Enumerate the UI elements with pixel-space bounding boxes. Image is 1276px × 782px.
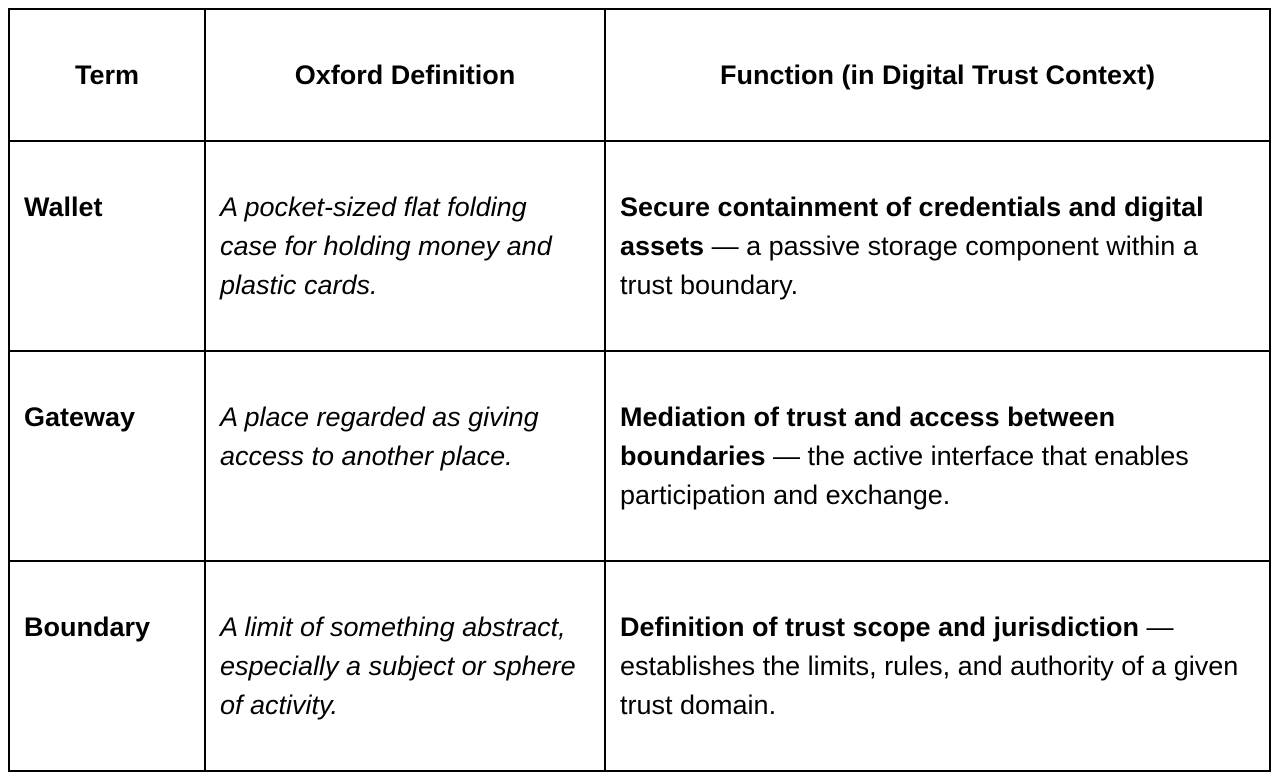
table-body: Wallet A pocket-sized flat folding case … — [8, 140, 1271, 772]
function-rest: — establishes the limits, rules, and aut… — [620, 612, 1239, 720]
oxford-definition-cell: A pocket-sized flat folding case for hol… — [204, 140, 606, 352]
oxford-definition-cell: A limit of something abstract, especiall… — [204, 560, 606, 772]
table-row: Wallet A pocket-sized flat folding case … — [8, 140, 1271, 352]
function-cell: Definition of trust scope and jurisdicti… — [604, 560, 1271, 772]
function-lead: Definition of trust scope and jurisdicti… — [620, 612, 1140, 642]
function-rest: — the active interface that enables part… — [620, 441, 1189, 510]
function-cell: Secure containment of credentials and di… — [604, 140, 1271, 352]
header-oxford-definition: Oxford Definition — [204, 8, 606, 142]
term-cell: Gateway — [8, 350, 206, 562]
header-row: Term Oxford Definition Function (in Digi… — [8, 8, 1271, 142]
terms-table: Term Oxford Definition Function (in Digi… — [8, 8, 1271, 772]
function-lead: Secure containment of credentials and di… — [620, 192, 1204, 261]
oxford-definition-cell: A place regarded as giving access to ano… — [204, 350, 606, 562]
function-lead: Mediation of trust and access between bo… — [620, 402, 1116, 471]
table-row: Gateway A place regarded as giving acces… — [8, 350, 1271, 562]
table-header: Term Oxford Definition Function (in Digi… — [8, 8, 1271, 142]
table-row: Boundary A limit of something abstract, … — [8, 560, 1271, 772]
term-cell: Boundary — [8, 560, 206, 772]
function-rest: — a passive storage component within a t… — [620, 231, 1198, 300]
header-function: Function (in Digital Trust Context) — [604, 8, 1271, 142]
header-term: Term — [8, 8, 206, 142]
term-cell: Wallet — [8, 140, 206, 352]
function-cell: Mediation of trust and access between bo… — [604, 350, 1271, 562]
